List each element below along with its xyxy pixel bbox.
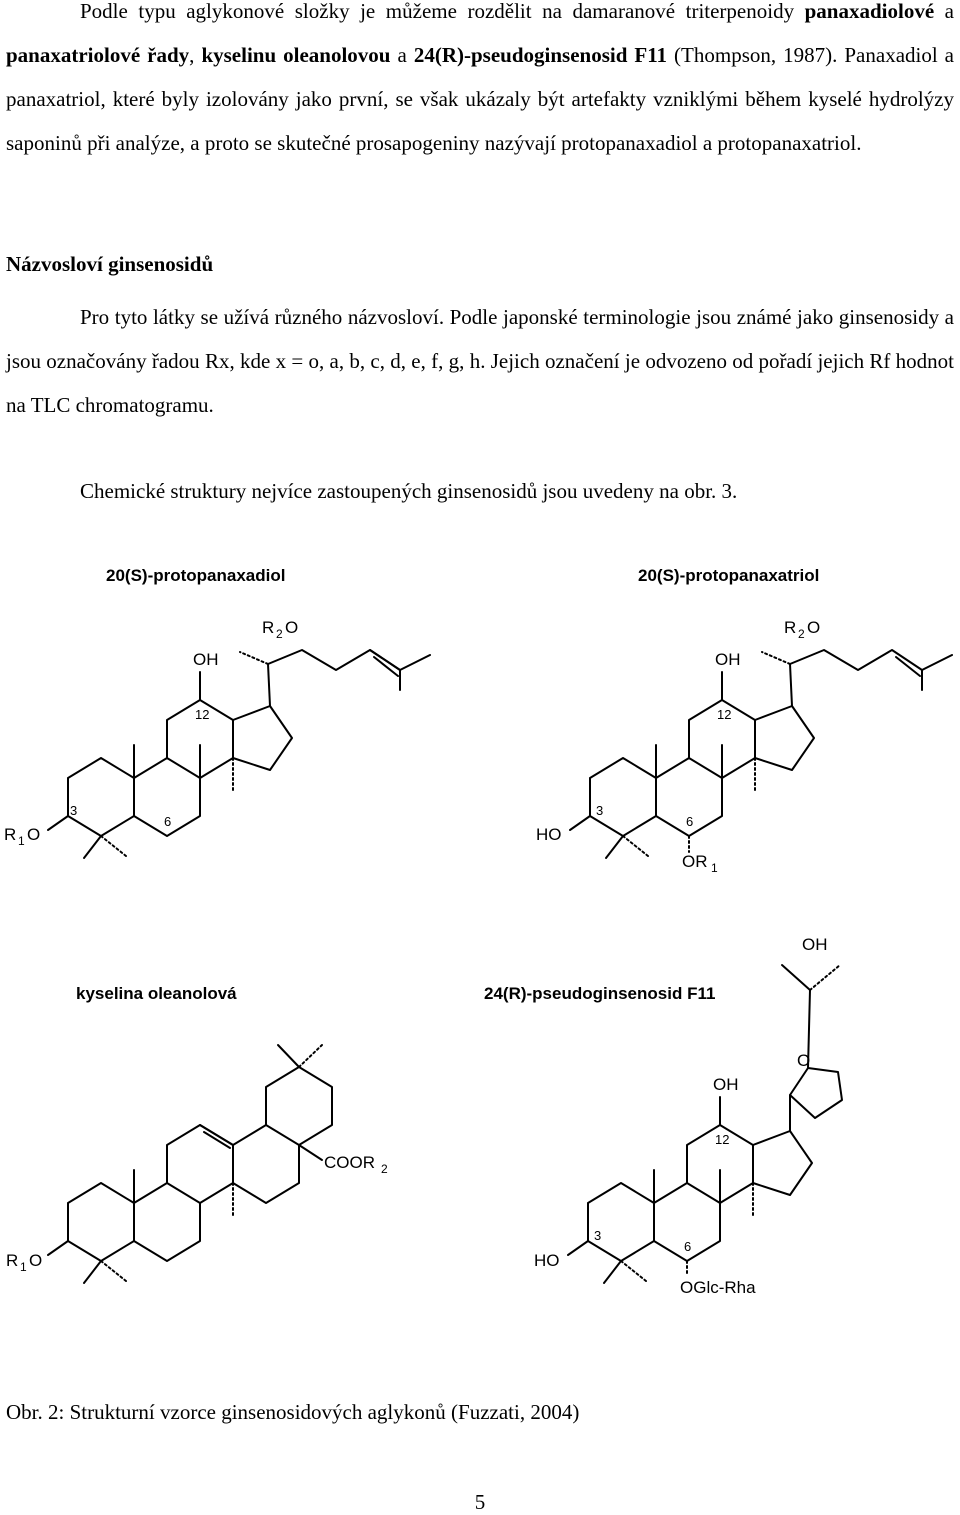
ppt-oh-label: OH [715, 650, 741, 669]
ppd-r2-sub: 2 [276, 627, 283, 641]
structural-formulas-figure: 20(S)-protopanaxadiol 20(S)-protopanaxat… [0, 540, 960, 1390]
f11-ho-label: HO [534, 1251, 560, 1270]
ppt-or1-label: OR [682, 852, 708, 871]
protopanaxadiol-structure [47, 649, 431, 859]
oa-coor-sub: 2 [381, 1162, 388, 1176]
ppd-pos-6: 6 [164, 814, 171, 829]
f11-oh-top-label: OH [802, 935, 828, 954]
ppd-pos-3: 3 [70, 803, 77, 818]
oa-r1-sub: 1 [20, 1260, 27, 1274]
oa-r1o-label: O [29, 1251, 42, 1270]
ppt-pos-6: 6 [686, 814, 693, 829]
f11-oglc-label: OGlc-Rha [680, 1278, 756, 1297]
ppt-pos-12: 12 [717, 707, 731, 722]
pseudoginsenoside-f11-structure [567, 964, 843, 1284]
ppd-r2-label: R [262, 618, 274, 637]
title-oleanolic-acid: kyselina oleanolová [76, 984, 237, 1003]
ppd-o-label: O [285, 618, 298, 637]
f11-oh-label: OH [713, 1075, 739, 1094]
paragraph-aglycone-types: Podle typu aglykonové složky je můžeme r… [6, 0, 955, 155]
ppd-r1o-label: O [27, 825, 40, 844]
oleanolic-acid-structure [47, 1044, 333, 1284]
ppt-r2-sub: 2 [798, 627, 805, 641]
ppt-r2-label: R [784, 618, 796, 637]
ppt-o-label: O [807, 618, 820, 637]
f11-pos-3: 3 [594, 1228, 601, 1243]
ppd-pos-12: 12 [195, 707, 209, 722]
title-protopanaxatriol: 20(S)-protopanaxatriol [638, 566, 819, 585]
title-protopanaxadiol: 20(S)-protopanaxadiol [106, 566, 285, 585]
section-heading: Názvosloví ginsenosidů [6, 252, 214, 276]
ppd-oh-label: OH [193, 650, 219, 669]
protopanaxatriol-structure [569, 649, 953, 859]
f11-ring-o-label: O [797, 1051, 810, 1070]
title-pseudoginsenoside: 24(R)-pseudoginsenosid F11 [484, 984, 715, 1003]
figure-caption: Obr. 2: Strukturní vzorce ginsenosidovýc… [6, 1400, 580, 1424]
f11-pos-12: 12 [715, 1132, 729, 1147]
ppd-r1-label: R [4, 825, 16, 844]
oa-coor-label: COOR [324, 1153, 375, 1172]
paragraph-nomenclature: Pro tyto látky se užívá různého názvoslo… [6, 305, 954, 417]
ppt-ho-label: HO [536, 825, 562, 844]
f11-pos-6: 6 [684, 1239, 691, 1254]
page-number: 5 [474, 1490, 486, 1514]
paragraph-figure-reference: Chemické struktury nejvíce zastoupených … [80, 479, 738, 503]
oa-r1-label: R [6, 1251, 18, 1270]
ppt-pos-3: 3 [596, 803, 603, 818]
ppd-r1-sub: 1 [18, 834, 25, 848]
ppt-or1-sub: 1 [711, 861, 718, 875]
